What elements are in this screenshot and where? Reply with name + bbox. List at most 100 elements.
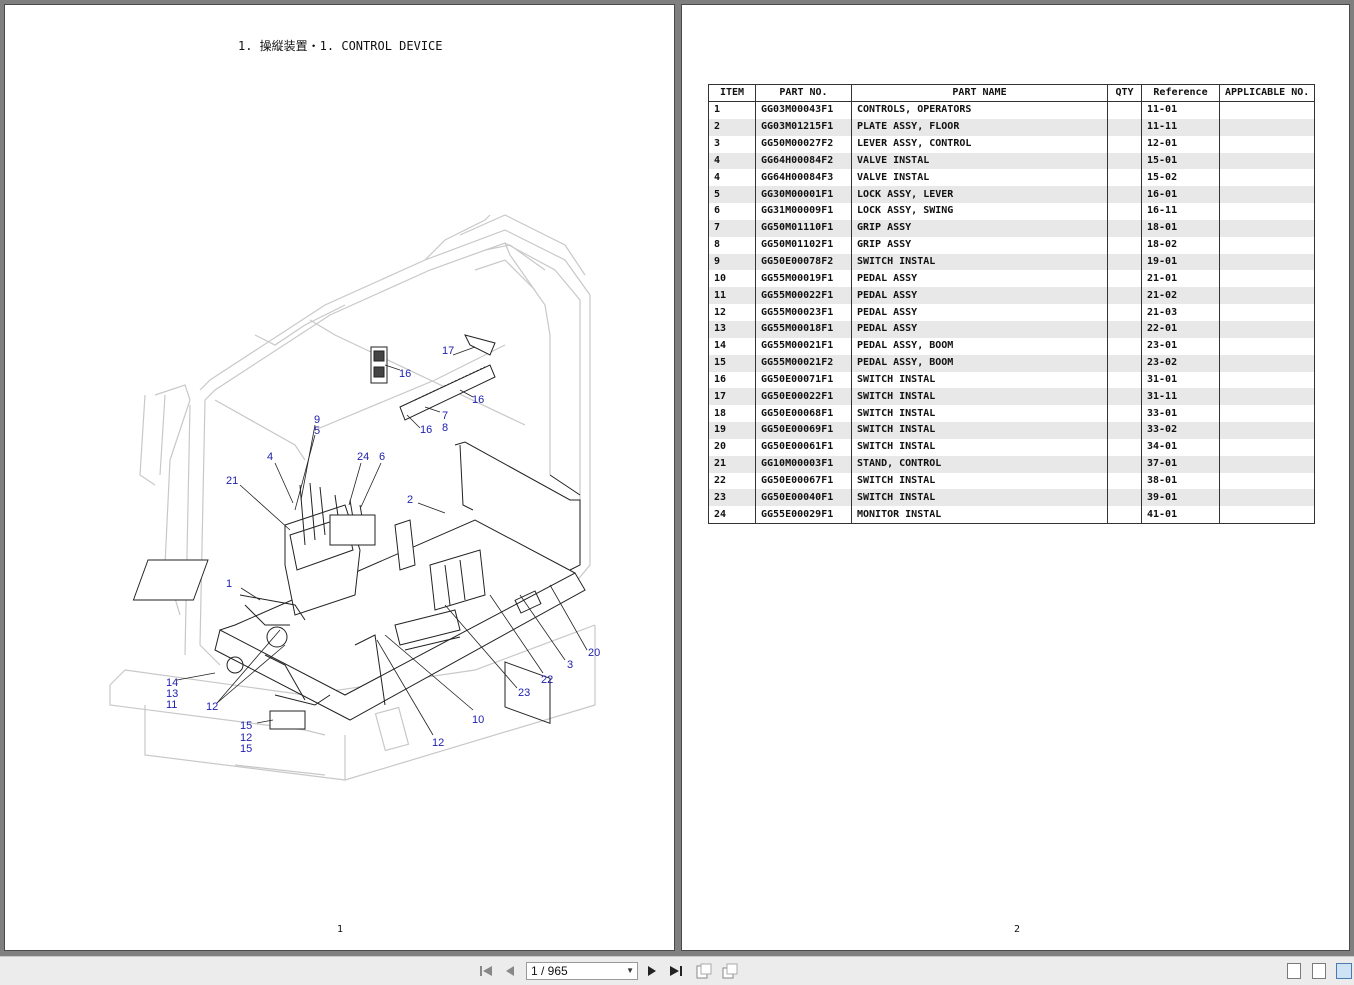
cell-part-no: GG03M00043F1 [755,101,852,119]
cell-reference: 16-11 [1141,203,1220,220]
cell-applicable-no [1218,506,1316,525]
cell-reference: 23-01 [1141,337,1220,355]
cell-item: 7 [708,219,756,237]
cell-qty [1107,135,1142,153]
cell-item: 24 [708,506,756,525]
single-page-view-icon[interactable] [1287,963,1301,979]
callout-label: 7 [442,410,448,422]
cell-qty [1107,186,1142,204]
table-header-row: ITEM PART NO. PART NAME QTY Reference AP… [708,84,1316,102]
document-page-1: 1. 操縦装置・1. CONTROL DEVICE [4,4,675,951]
page-number-select[interactable]: 1 / 965 ▼ [526,962,638,980]
cell-part-name: SWITCH INSTAL [851,371,1108,389]
column-header-reference: Reference [1141,84,1220,102]
cell-qty [1107,455,1142,473]
cell-qty [1107,405,1142,423]
next-page-icon[interactable] [644,963,660,979]
callout-label: 11 [166,699,177,711]
cell-item: 1 [708,101,756,119]
cell-item: 4 [708,169,756,187]
cell-applicable-no [1218,236,1316,254]
cell-reference: 41-01 [1141,506,1220,525]
cell-qty [1107,152,1142,170]
cell-applicable-no [1218,152,1316,170]
cell-part-no: GG55M00018F1 [755,320,852,338]
cell-reference: 21-01 [1141,270,1220,288]
column-header-part-name: PART NAME [851,84,1108,102]
cell-reference: 23-02 [1141,354,1220,372]
cell-qty [1107,388,1142,406]
cell-qty [1107,320,1142,338]
cell-applicable-no [1218,101,1316,119]
cell-part-no: GG50E00069F1 [755,422,852,439]
cell-part-no: GG30M00001F1 [755,186,852,204]
last-page-icon[interactable] [668,963,684,979]
cell-part-no: GG55E00029F1 [755,506,852,525]
cell-reference: 11-01 [1141,101,1220,119]
cell-part-no: GG55M00023F1 [755,304,852,321]
callout-label: 5 [314,425,320,437]
two-page-view-icon[interactable] [1336,963,1352,979]
cell-applicable-no [1218,118,1316,136]
document-page-2: ITEM PART NO. PART NAME QTY Reference AP… [681,4,1350,951]
page-number: 1 [337,924,344,935]
cell-applicable-no [1218,422,1316,439]
cell-reference: 11-11 [1141,118,1220,136]
cell-reference: 22-01 [1141,320,1220,338]
page-number: 2 [1014,924,1021,935]
cell-applicable-no [1218,253,1316,271]
cell-qty [1107,371,1142,389]
cell-qty [1107,422,1142,439]
cell-item: 9 [708,253,756,271]
fit-page-icon[interactable] [696,963,712,979]
page-indicator: 1 / 965 [531,964,568,978]
cell-applicable-no [1218,320,1316,338]
callout-label: 13 [166,688,178,700]
continuous-view-icon[interactable] [1312,963,1326,979]
cell-part-no: GG50E00067F1 [755,472,852,490]
fit-width-icon[interactable] [722,963,738,979]
cell-item: 10 [708,270,756,288]
cell-reference: 12-01 [1141,135,1220,153]
cell-item: 12 [708,304,756,321]
cell-part-name: PLATE ASSY, FLOOR [851,118,1108,136]
cell-reference: 39-01 [1141,489,1220,507]
prev-page-icon[interactable] [502,963,518,979]
cell-applicable-no [1218,135,1316,153]
cell-part-no: GG31M00009F1 [755,203,852,220]
callout-label: 15 [240,743,252,755]
cell-reference: 33-01 [1141,405,1220,423]
callout-label: 12 [432,737,444,749]
cell-part-no: GG55M00021F1 [755,337,852,355]
cell-part-name: PEDAL ASSY [851,320,1108,338]
cell-part-no: GG55M00019F1 [755,270,852,288]
cell-reference: 38-01 [1141,472,1220,490]
cell-part-name: PEDAL ASSY [851,270,1108,288]
cell-part-name: GRIP ASSY [851,236,1108,254]
first-page-icon[interactable] [478,963,494,979]
cell-qty [1107,287,1142,305]
cell-part-name: PEDAL ASSY, BOOM [851,337,1108,355]
cell-qty [1107,236,1142,254]
callout-label: 16 [399,368,411,380]
cell-qty [1107,101,1142,119]
cell-applicable-no [1218,304,1316,321]
cell-part-no: GG50E00068F1 [755,405,852,423]
control-device-diagram: 17 16 16 16 7 8 9 5 4 24 6 21 2 1 20 3 2… [109,214,600,781]
callout-label: 8 [442,422,448,434]
cell-applicable-no [1218,337,1316,355]
cell-part-name: SWITCH INSTAL [851,438,1108,456]
callout-label: 21 [226,475,238,487]
cell-part-name: PEDAL ASSY, BOOM [851,354,1108,372]
column-header-qty: QTY [1107,84,1142,102]
cell-item: 19 [708,422,756,439]
